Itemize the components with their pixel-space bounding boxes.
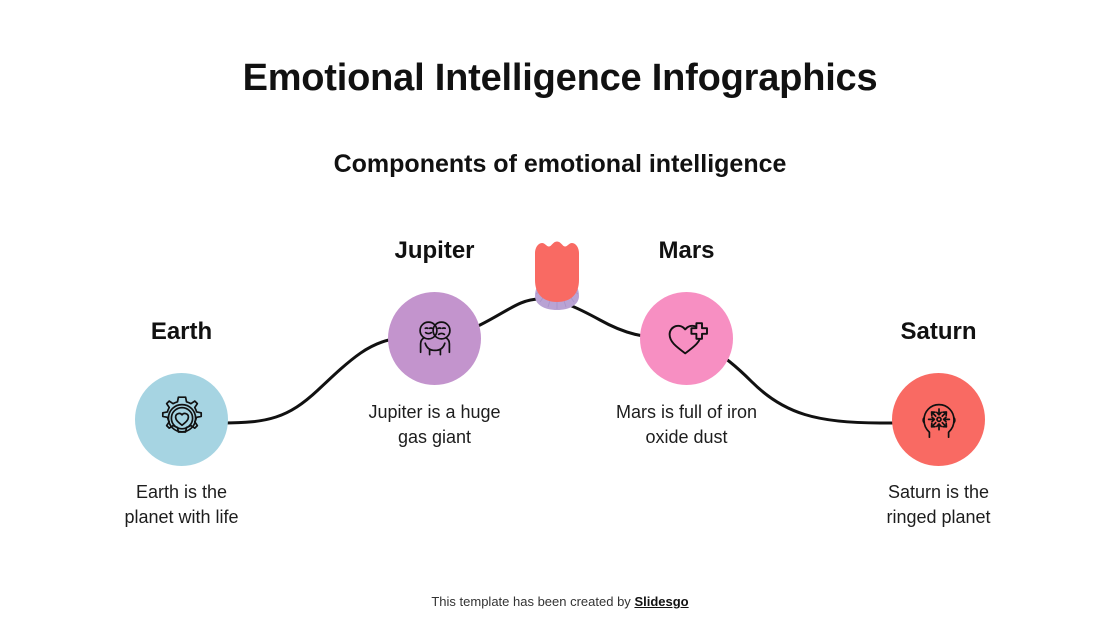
footer-credit: This template has been created by Slides… bbox=[0, 594, 1120, 609]
footer-credit-text: This template has been created by bbox=[431, 594, 631, 609]
gear-heart-icon bbox=[161, 395, 202, 433]
node-mars-description-line1: Mars is full of iron bbox=[615, 402, 758, 422]
page-subtitle: Components of emotional intelligence bbox=[333, 150, 787, 178]
node-saturn-bubble[interactable] bbox=[892, 373, 985, 466]
node-jupiter-description-line1: Jupiter is a huge bbox=[368, 402, 501, 422]
tulip-flower-icon bbox=[535, 241, 579, 310]
node-earth-description-line2: planet with life bbox=[124, 506, 239, 527]
node-jupiter-bubble[interactable] bbox=[388, 292, 481, 385]
node-saturn-description-line1: Saturn is the bbox=[887, 482, 990, 502]
node-saturn-description-line2: ringed planet bbox=[886, 506, 991, 527]
node-earth-description-line1: Earth is the bbox=[135, 482, 228, 502]
page-title: Emotional Intelligence Infographics bbox=[242, 57, 878, 99]
node-earth-title: Earth bbox=[150, 318, 213, 345]
node-jupiter-description: Jupiter is a huge gas giant bbox=[338, 400, 531, 450]
node-earth-bubble[interactable] bbox=[135, 373, 228, 466]
heart-plus-icon bbox=[668, 321, 708, 354]
node-jupiter-title: Jupiter bbox=[394, 237, 475, 264]
node-mars-description: Mars is full of iron oxide dust bbox=[590, 400, 783, 450]
footer-brand-link[interactable]: Slidesgo bbox=[634, 594, 689, 609]
node-saturn-title: Saturn bbox=[900, 318, 977, 345]
head-focus-arrows-icon bbox=[921, 403, 956, 438]
node-saturn-description: Saturn is the ringed planet bbox=[842, 480, 1035, 530]
node-jupiter-description-line2: gas giant bbox=[397, 426, 472, 447]
two-faces-empathy-icon bbox=[418, 320, 451, 355]
node-mars-title: Mars bbox=[658, 237, 715, 264]
node-mars-bubble[interactable] bbox=[640, 292, 733, 385]
node-earth-description: Earth is the planet with life bbox=[85, 480, 278, 530]
node-mars-description-line2: oxide dust bbox=[645, 426, 728, 447]
